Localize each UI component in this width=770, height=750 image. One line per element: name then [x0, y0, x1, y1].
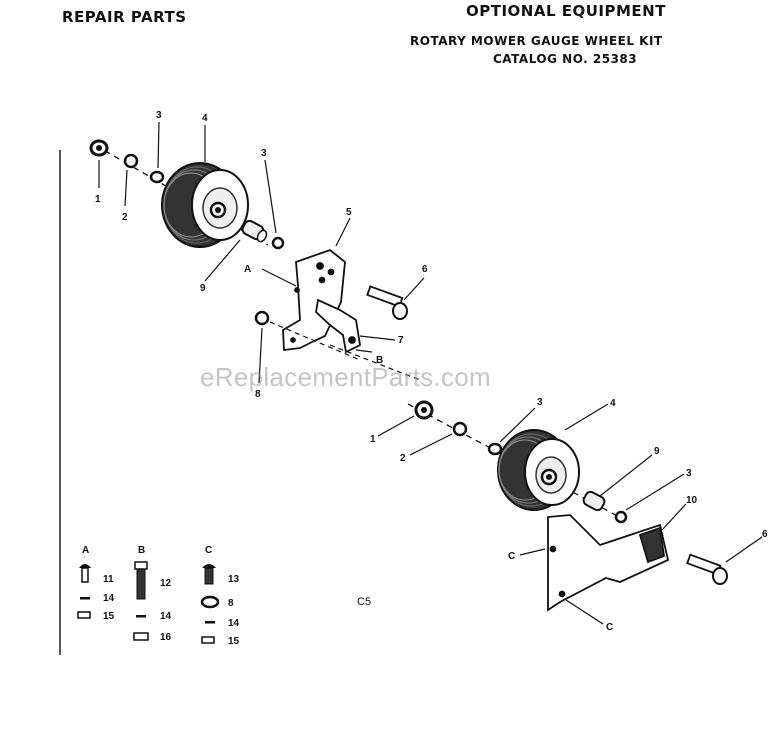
item-14: 14: [160, 611, 172, 622]
callout: 1: [95, 194, 101, 205]
bushing-9-lower: [582, 490, 606, 512]
diagram-code: C5: [357, 596, 372, 608]
callout: 3: [537, 397, 543, 408]
item-16: 16: [160, 632, 172, 643]
bracket-10-lower: [547, 514, 670, 612]
callout: 3: [261, 148, 267, 159]
item-11: 11: [103, 574, 114, 585]
callout: A: [244, 264, 251, 275]
repair-parts-heading: REPAIR PARTS: [62, 8, 187, 26]
hardware-legend: A B C 11 14 15 12 14 16 13 8 14: [77, 545, 240, 647]
washer-14-icon: [205, 621, 215, 624]
callout: 5: [346, 207, 352, 218]
group-letter-b: B: [138, 545, 145, 556]
callout: 2: [122, 212, 128, 223]
washer-3b-upper: [271, 236, 285, 250]
callout: 8: [255, 389, 261, 400]
nut-15-icon: [201, 636, 215, 644]
nut-15-icon: [77, 611, 91, 619]
washer-8-icon: [200, 595, 220, 609]
callout: C: [606, 622, 613, 633]
callout: 9: [654, 446, 660, 457]
callouts-lower: 1 2 3 4 9 3 10 6 C C: [370, 397, 768, 633]
wheel-4-lower: [497, 429, 580, 511]
callouts-upper: 1 2 3 4 3 5 6 7 8 9 A B: [95, 110, 428, 400]
washer-3b-lower: [614, 510, 628, 524]
item-15: 15: [228, 636, 240, 647]
callout: 7: [398, 335, 404, 346]
callout: 6: [762, 529, 768, 540]
bolt-13-icon: [202, 564, 216, 585]
callout: B: [376, 355, 383, 366]
callout: 1: [370, 434, 376, 445]
callout: 4: [610, 398, 616, 409]
callout: 2: [400, 453, 406, 464]
kit-name: ROTARY MOWER GAUGE WHEEL KIT: [410, 34, 663, 48]
item-15: 15: [103, 611, 115, 622]
item-8: 8: [228, 598, 234, 609]
washer-14-icon: [80, 597, 90, 600]
nut-1-upper: [89, 139, 109, 157]
catalog-number: CATALOG NO. 25383: [493, 52, 638, 66]
item-14: 14: [228, 618, 240, 629]
bushing-9-upper: [241, 219, 268, 243]
item-13: 13: [228, 574, 240, 585]
callout: 3: [686, 468, 692, 479]
callout: C: [508, 551, 515, 562]
group-letter-a: A: [82, 545, 89, 556]
item-14: 14: [103, 593, 115, 604]
callout: 3: [156, 110, 162, 121]
callout: 9: [200, 283, 206, 294]
bolt-6-lower: [686, 553, 728, 585]
washer-3-upper: [149, 170, 165, 184]
nut-1-lower: [414, 400, 434, 420]
bolt-11-icon: [79, 564, 91, 583]
optional-equipment-heading: OPTIONAL EQUIPMENT: [466, 2, 666, 20]
bolt-6-upper: [366, 285, 408, 320]
watermark: eReplacementParts.com: [200, 362, 491, 392]
nut-16-icon: [133, 632, 149, 641]
bracket-5-upper: [282, 248, 346, 352]
callout: 4: [202, 113, 208, 124]
clip-7-upper: [315, 298, 361, 354]
item-12: 12: [160, 578, 172, 589]
group-letter-c: C: [205, 545, 212, 556]
wheel-4-upper: [161, 162, 249, 248]
washer-8-upper: [254, 310, 270, 326]
washer-2-lower: [452, 421, 468, 437]
washer-3-lower: [487, 442, 503, 456]
callout: 6: [422, 264, 428, 275]
callout: 10: [686, 495, 698, 506]
bolt-12-icon: [134, 561, 148, 600]
washer-14-icon: [136, 615, 146, 618]
washer-2-upper: [123, 153, 139, 169]
